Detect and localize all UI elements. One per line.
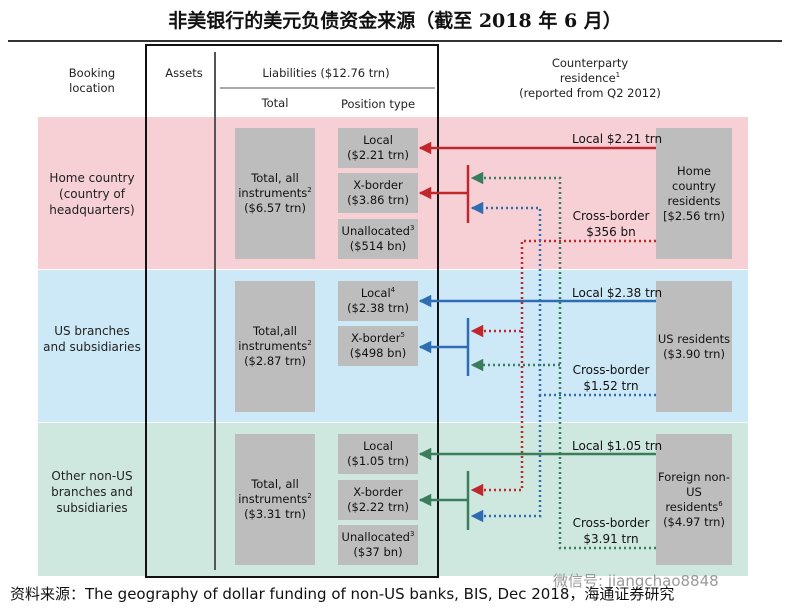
us-local-name: Local: [360, 286, 391, 300]
counterparty-residence: residence: [559, 71, 616, 85]
us-crossborder-name: Cross-border: [572, 363, 650, 377]
home-crossborder-to-other: [470, 331, 524, 497]
us-total-box: Total,all instruments2($2.87 trn): [235, 281, 315, 412]
home-crossborder-name: Cross-border: [572, 209, 650, 223]
row-label-us: US branches and subsidiaries: [43, 324, 141, 354]
counterparty-line2: residence1: [510, 71, 670, 86]
footnote-marker: 6: [718, 499, 723, 508]
us-total-value: ($2.87 trn): [244, 354, 306, 368]
us-crossborder-to-other: [470, 395, 542, 523]
home-crossborder-label: Cross-border $356 bn: [572, 208, 650, 240]
home-local-flow-label: Local $2.21 trn: [572, 132, 663, 146]
home-xborder-box: X-border($3.86 trn): [338, 173, 418, 213]
footnote-marker: 4: [390, 286, 396, 295]
other-unallocated-box: Unallocated3 ($37 bn): [338, 525, 418, 565]
counterparty-header: Counterparty residence1 (reported from Q…: [510, 56, 670, 101]
wechat-watermark: 微信号: jiangchao8848: [553, 572, 719, 590]
home-unallocated-value: ($514 bn): [349, 239, 407, 253]
home-resident-value: [$2.56 trn): [663, 208, 725, 223]
us-resident-value: ($3.90 trn): [663, 346, 725, 361]
home-total-value: ($6.57 trn): [244, 201, 306, 215]
other-unallocated-name: Unallocated: [341, 530, 410, 544]
other-local-name: Local: [363, 439, 393, 453]
home-unallocated-box: Unallocated3($514 bn): [338, 219, 418, 259]
footnote-marker: 3: [409, 224, 415, 233]
booking-location-header: Booking location: [68, 66, 116, 95]
us-xborder-box: X-border5 ($498 bn): [338, 326, 418, 366]
home-local-value: ($2.21 trn): [347, 148, 409, 162]
other-crossborder-label: Cross-border $3.91 trn: [572, 515, 650, 547]
other-xborder-name: X-border: [353, 485, 403, 499]
home-resident-name: Home country residents: [667, 163, 721, 208]
other-crossborder-name: Cross-border: [572, 516, 650, 530]
us-xborder-name: X-border: [351, 331, 401, 345]
other-total-value: ($3.31 trn): [244, 507, 306, 521]
other-local-flow-label: Local $1.05 trn: [572, 439, 663, 453]
footnote-marker: 3: [409, 530, 415, 539]
home-total-text: Total, all instruments: [238, 171, 308, 200]
us-crossborder-label: Cross-border $1.52 trn: [572, 362, 650, 394]
liabilities-frame: [145, 44, 439, 578]
us-xborder-value: ($498 bn): [349, 346, 407, 360]
other-crossborder-value: $3.91 trn: [583, 532, 639, 546]
other-crossborder-to-home: [470, 171, 656, 550]
us-crossborder-to-home: [470, 201, 656, 397]
us-local-value: ($2.38 trn): [347, 301, 409, 315]
position-type-header: Position type: [340, 97, 416, 111]
assets-header: Assets: [165, 66, 203, 80]
liabilities-header: Liabilities ($12.76 trn): [262, 66, 390, 80]
row-label-other: Other non-US branches and subsidiaries: [51, 469, 133, 515]
other-total-text: Total, all instruments: [238, 477, 308, 506]
footnote-marker: 2: [307, 492, 312, 501]
home-xborder-value: ($3.86 trn): [347, 193, 409, 207]
us-total-text: Total,all instruments: [238, 324, 308, 353]
footnote-marker: 2: [307, 186, 312, 195]
other-resident-name: Foreign non-US residents: [658, 469, 730, 514]
footnote-marker: 1: [615, 71, 621, 80]
home-local-box: Local($2.21 trn): [338, 128, 418, 168]
counterparty-line3: (reported from Q2 2012): [519, 86, 661, 100]
total-header: Total: [261, 96, 289, 110]
diagram-title: 非美银行的美元负债资金来源（截至 2018 年 6 月）: [168, 10, 622, 32]
source-note: 资料来源：The geography of dollar funding of …: [10, 585, 675, 603]
home-resident-box: Home country residents[$2.56 trn): [656, 128, 732, 259]
title-divider: [8, 40, 782, 42]
other-resident-value: ($4.97 trn): [663, 514, 725, 529]
other-total-box: Total, all instruments2($3.31 trn): [235, 434, 315, 565]
home-xborder-name: X-border: [353, 178, 403, 192]
home-local-name: Local: [363, 133, 393, 147]
other-resident-box: Foreign non-US residents6 ($4.97 trn): [656, 434, 732, 565]
home-crossborder-value: $356 bn: [586, 225, 636, 239]
us-crossborder-value: $1.52 trn: [583, 379, 639, 393]
row-label-home: Home country (country of headquarters): [49, 171, 135, 217]
footnote-marker: 2: [307, 339, 312, 348]
us-local-flow-label: Local $2.38 trn: [572, 286, 663, 300]
other-xborder-value: ($2.22 trn): [347, 500, 409, 514]
other-local-value: ($1.05 trn): [347, 454, 409, 468]
home-unallocated-name: Unallocated: [341, 224, 410, 238]
home-total-box: Total, all instruments2($6.57 trn): [235, 128, 315, 259]
home-crossborder-to-us: [470, 239, 656, 338]
footnote-marker: 5: [400, 331, 405, 340]
other-xborder-box: X-border($2.22 trn): [338, 480, 418, 520]
other-local-box: Local($1.05 trn): [338, 434, 418, 474]
us-local-box: Local4 ($2.38 trn): [338, 281, 418, 321]
us-resident-box: US residents($3.90 trn): [656, 281, 732, 412]
us-resident-name: US residents: [657, 331, 731, 346]
other-unallocated-value: ($37 bn): [353, 545, 403, 559]
counterparty-line1: Counterparty: [551, 56, 629, 70]
